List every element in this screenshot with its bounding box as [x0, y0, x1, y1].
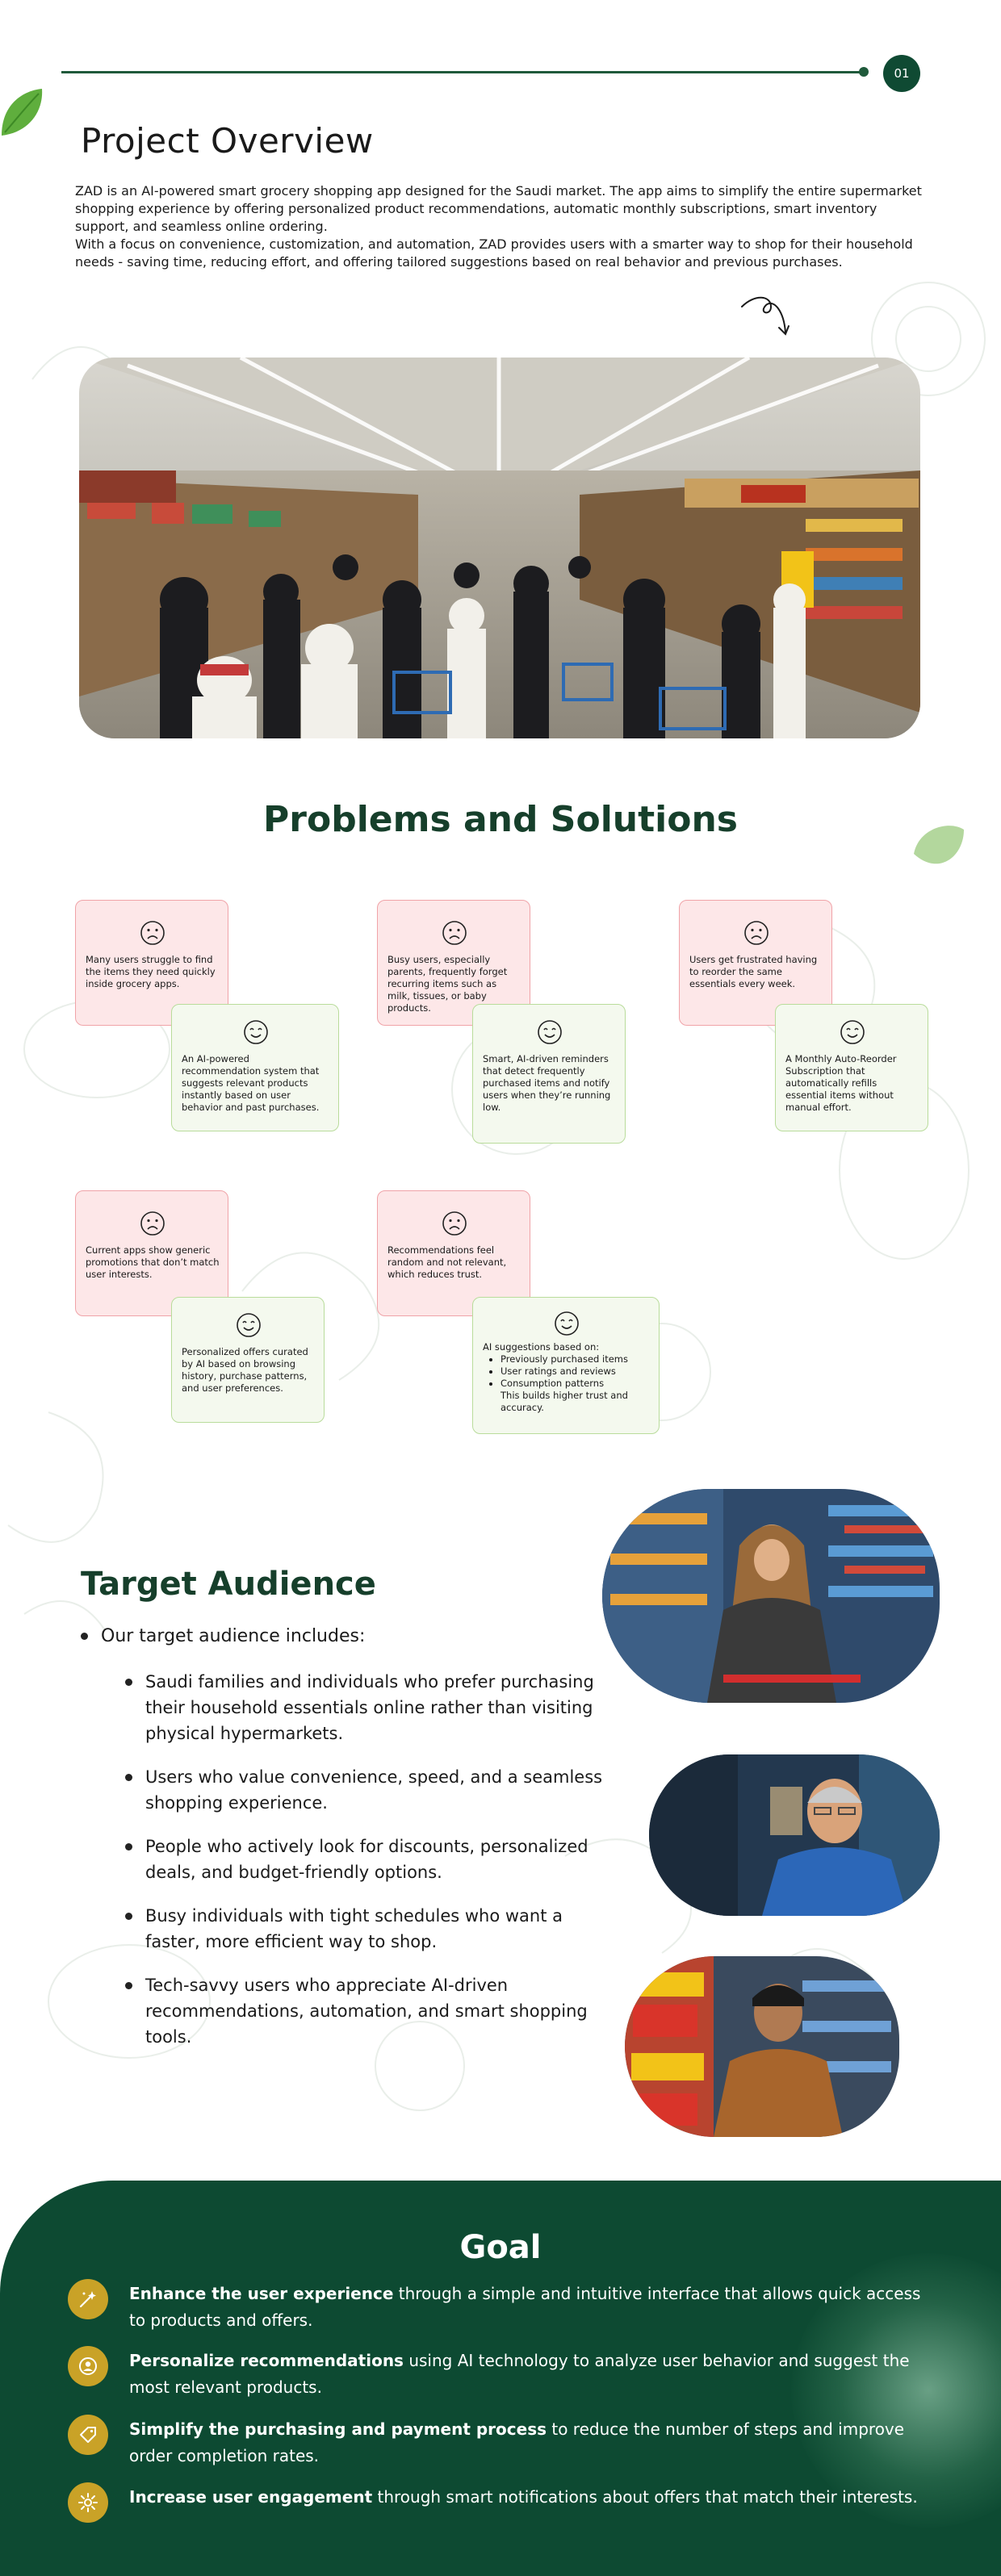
goal-item-text: using AI technology to analyze user beha…	[129, 2351, 910, 2397]
goal-item-3: Simplify the purchasing and payment proc…	[68, 2415, 940, 2469]
problem-text: Many users struggle to find the items th…	[86, 954, 216, 989]
goal-item-text: to reduce the number of steps and improv…	[129, 2419, 905, 2465]
sad-face-icon	[140, 921, 165, 945]
solution-outro: This builds higher trust and accuracy.	[500, 1390, 628, 1413]
audience-lead-text: Our target audience includes:	[101, 1626, 366, 1646]
engagement-gear-icon	[68, 2482, 108, 2523]
problem-text: Users get frustrated having to reorder t…	[689, 954, 818, 989]
goal-item-4: Increase user engagement through smart n…	[68, 2482, 940, 2523]
smile-face-icon	[244, 1020, 268, 1044]
list-item: Busy individuals with tight schedules wh…	[125, 1903, 609, 1955]
list-item: Previously purchased items	[500, 1353, 651, 1365]
solution-text: A Monthly Auto-Reorder Subscription that…	[785, 1053, 897, 1113]
young-man-photo	[625, 1956, 899, 2137]
supermarket-photo	[79, 358, 920, 738]
solution-text: An AI-powered recommendation system that…	[182, 1053, 320, 1113]
header-rule-dot	[859, 67, 869, 77]
overview-paragraph-2: With a focus on convenience, customizati…	[75, 236, 913, 270]
solution-card-4: Personalized offers curated by AI based …	[171, 1297, 325, 1423]
list-item: Saudi families and individuals who prefe…	[125, 1669, 609, 1746]
shopper-woman-photo	[602, 1489, 940, 1703]
list-item: Consumption patterns	[500, 1378, 651, 1390]
overview-text: ZAD is an AI-powered smart grocery shopp…	[75, 182, 931, 271]
solution-bullets: Previously purchased items User ratings …	[483, 1353, 651, 1390]
list-item: User ratings and reviews	[500, 1365, 651, 1378]
overview-paragraph-1: ZAD is an AI-powered smart grocery shopp…	[75, 183, 922, 234]
problems-title: Problems and Solutions	[263, 799, 738, 840]
overview-title: Project Overview	[81, 121, 374, 161]
goal-item-text: through smart notifications about offers…	[372, 2487, 918, 2507]
problem-text: Busy users, especially parents, frequent…	[387, 954, 508, 1014]
goal-item-bold: Increase user engagement	[129, 2487, 373, 2507]
decorative-glow	[791, 2253, 1001, 2528]
goal-item-bold: Enhance the user experience	[129, 2284, 394, 2303]
goal-item-1: Enhance the user experience through a si…	[68, 2279, 940, 2334]
solution-card-2: Smart, AI-driven reminders that detect f…	[472, 1004, 626, 1144]
goal-item-bold: Simplify the purchasing and payment proc…	[129, 2419, 547, 2439]
smile-face-icon	[538, 1020, 562, 1044]
page-number-badge: 01	[883, 55, 920, 92]
solution-card-3: A Monthly Auto-Reorder Subscription that…	[775, 1004, 928, 1131]
list-item: Users who value convenience, speed, and …	[125, 1764, 609, 1816]
audience-title: Target Audience	[81, 1566, 376, 1603]
header-rule	[61, 71, 864, 73]
problem-card-5: Recommendations feel random and not rele…	[377, 1190, 530, 1316]
smile-face-icon	[237, 1313, 261, 1337]
bullet-icon	[125, 1843, 132, 1850]
solution-card-1: An AI-powered recommendation system that…	[171, 1004, 339, 1131]
bullet-icon	[125, 1679, 132, 1686]
problem-text: Recommendations feel random and not rele…	[387, 1244, 507, 1280]
bullet-icon	[125, 1982, 132, 1989]
sad-face-icon	[744, 921, 769, 945]
solution-intro: AI suggestions based on:	[483, 1341, 600, 1353]
user-badge-icon	[68, 2346, 108, 2386]
problem-card-4: Current apps show generic promotions tha…	[75, 1190, 228, 1316]
list-item: Tech-savvy users who appreciate AI-drive…	[125, 1972, 609, 2050]
older-man-photo	[649, 1754, 940, 1916]
goal-item-text: through a simple and intuitive interface…	[129, 2284, 921, 2330]
leaf-icon	[914, 826, 964, 864]
bullet-icon	[125, 1774, 132, 1781]
goal-section: Goal Enhance the user experience through…	[0, 2181, 1001, 2576]
audience-list: Saudi families and individuals who prefe…	[125, 1669, 609, 2068]
leaf-icon	[2, 89, 43, 136]
sparkle-wand-icon	[68, 2279, 108, 2319]
list-item: People who actively look for discounts, …	[125, 1834, 609, 1885]
sad-face-icon	[442, 921, 467, 945]
payment-tag-icon	[68, 2415, 108, 2455]
sad-face-icon	[442, 1211, 467, 1236]
solution-text: Personalized offers curated by AI based …	[182, 1346, 308, 1394]
problem-text: Current apps show generic promotions tha…	[86, 1244, 220, 1280]
solution-card-5: AI suggestions based on: Previously purc…	[472, 1297, 660, 1434]
solution-text: Smart, AI-driven reminders that detect f…	[483, 1053, 611, 1113]
goal-item-2: Personalize recommendations using AI tec…	[68, 2346, 940, 2401]
goal-item-bold: Personalize recommendations	[129, 2351, 404, 2370]
bullet-icon	[125, 1913, 132, 1920]
audience-lead: Our target audience includes:	[81, 1626, 365, 1646]
sad-face-icon	[140, 1211, 165, 1236]
smile-face-icon	[840, 1020, 865, 1044]
curved-arrow-icon	[741, 296, 789, 336]
bullet-icon	[81, 1633, 88, 1640]
goal-title: Goal	[459, 2229, 542, 2266]
smile-face-icon	[555, 1311, 579, 1336]
